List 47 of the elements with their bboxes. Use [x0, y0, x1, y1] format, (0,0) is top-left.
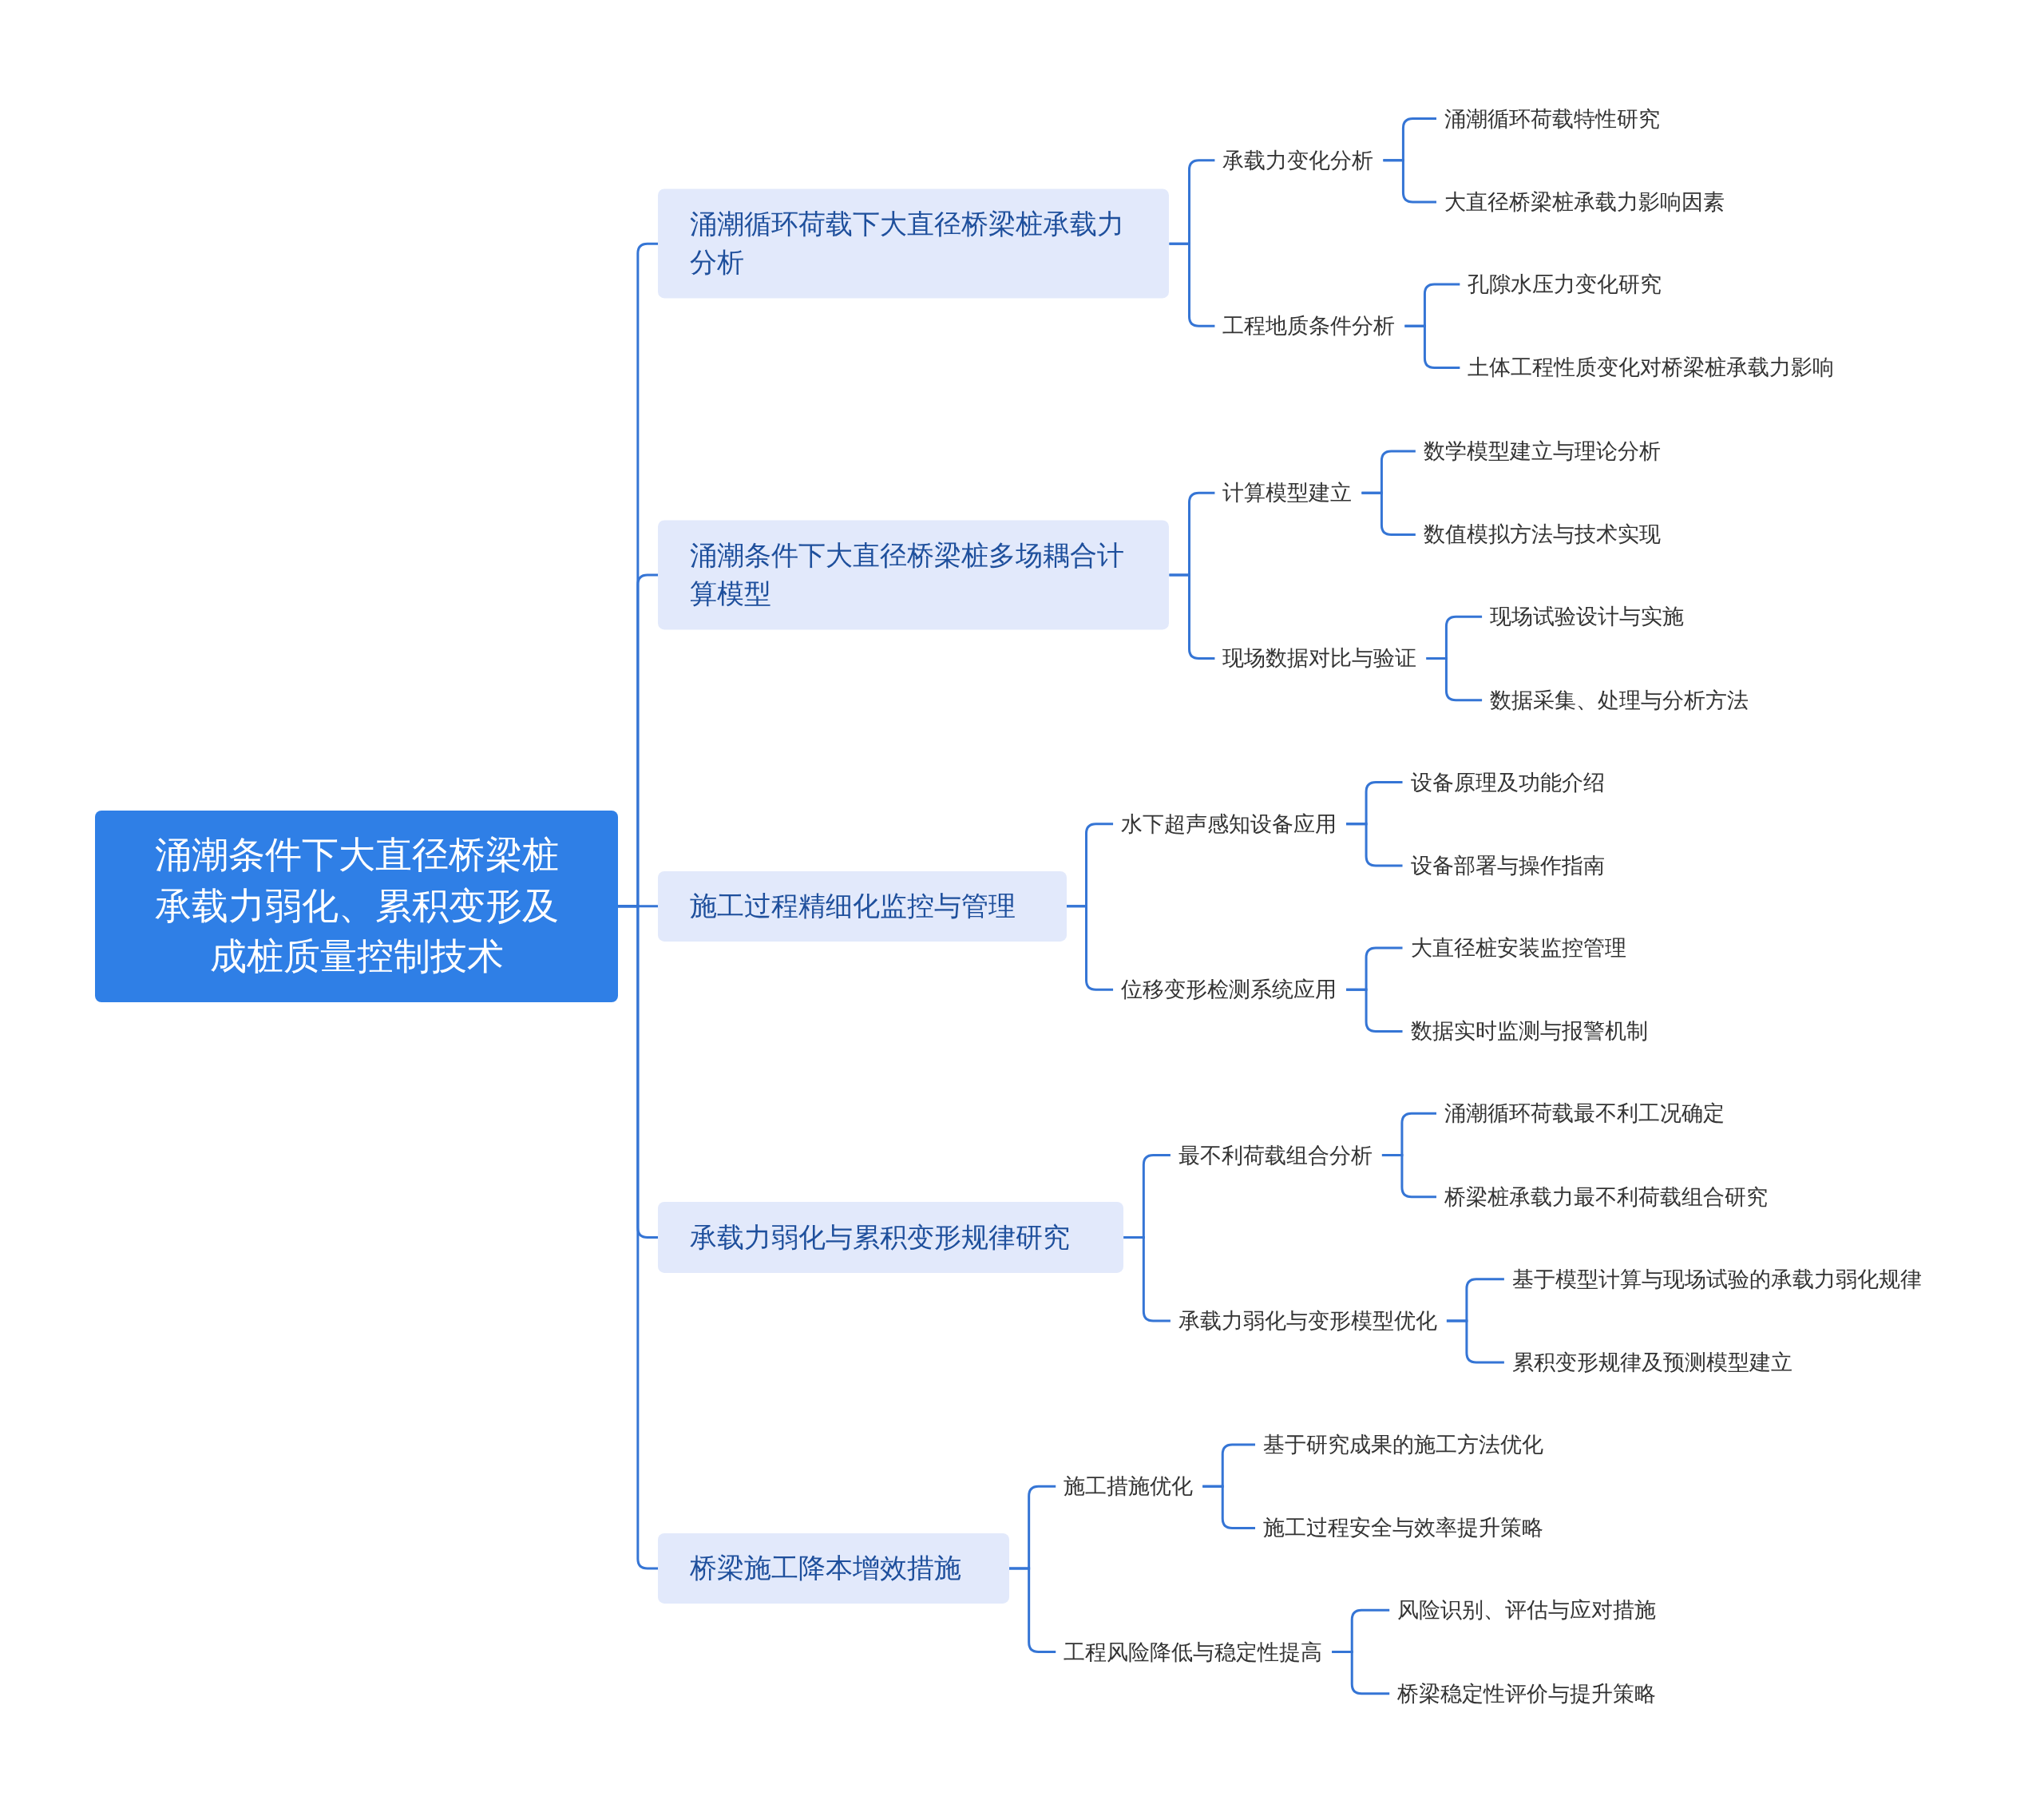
subtopic-text: 最不利荷载组合分析	[1178, 1142, 1373, 1168]
subtopic-text: 承载力弱化与变形模型优化	[1178, 1307, 1437, 1334]
topic-box: 施工过程精细化监控与管理	[658, 870, 1067, 942]
subtopic-text: 现场数据对比与验证	[1222, 645, 1417, 672]
subtopic-text: 设备原理及功能介绍	[1410, 769, 1605, 795]
subtopic-text: 工程地质条件分析	[1222, 312, 1396, 339]
connector-line	[1346, 988, 1403, 1033]
subtopic-text: 大直径桥梁桩承载力影响因素	[1444, 188, 1725, 216]
subtopic-text: 风险识别、评估与应对措施	[1397, 1597, 1657, 1624]
central-topic-box: 涌潮条件下大直径桥梁桩承载力弱化、累积变形及成桩质量控制技术	[95, 810, 618, 1002]
subtopic-text: 数学模型建立与理论分析	[1423, 438, 1661, 465]
subtopic-text: 基于模型计算与现场试验的承载力弱化规律	[1511, 1266, 1922, 1292]
subtopic-text: 累积变形规律及预测模型建立	[1511, 1349, 1792, 1376]
subtopic-text: 涌潮循环荷载特性研究	[1444, 105, 1660, 132]
subtopic-text: 现场试验设计与实施	[1490, 604, 1685, 630]
subtopic-text: 桥梁桩承载力最不利荷载组合研究	[1444, 1184, 1768, 1210]
subtopic-text: 数值模拟方法与技术实现	[1423, 521, 1661, 548]
subtopic-text: 计算模型建立	[1222, 479, 1353, 506]
connector-line	[1202, 1485, 1256, 1529]
topic-box: 涌潮条件下大直径桥梁桩多场耦合计算模型	[658, 520, 1170, 630]
subtopic-text: 水下超声感知设备应用	[1121, 811, 1337, 837]
subtopic-text: 承载力变化分析	[1222, 147, 1374, 173]
subtopic-text: 施工过程安全与效率提升策略	[1263, 1515, 1544, 1541]
subtopic-text: 大直径桩安装监控管理	[1410, 934, 1626, 962]
subtopic-text: 位移变形检测系统应用	[1121, 977, 1337, 1003]
connector-line	[1383, 159, 1436, 204]
subtopic-text: 数据实时监测与报警机制	[1410, 1018, 1648, 1045]
connector-line	[1332, 1651, 1390, 1695]
connector-line	[1361, 491, 1416, 536]
topic-box: 涌潮循环荷载下大直径桥梁桩承载力分析	[658, 188, 1170, 299]
subtopic-text: 孔隙水压力变化研究	[1468, 271, 1662, 298]
connector-line	[1404, 324, 1460, 369]
topic-box: 承载力弱化与累积变形规律研究	[658, 1202, 1124, 1273]
subtopic-text: 数据采集、处理与分析方法	[1490, 687, 1749, 713]
connector-line	[1446, 1319, 1504, 1364]
subtopic-text: 设备部署与操作指南	[1410, 852, 1605, 879]
connector-line	[1346, 823, 1403, 867]
subtopic-text: 桥梁稳定性评价与提升策略	[1397, 1680, 1657, 1707]
subtopic-text: 施工措施优化	[1064, 1473, 1194, 1500]
subtopic-text: 土体工程性质变化对桥梁桩承载力影响	[1468, 355, 1835, 381]
subtopic-text: 涌潮循环荷载最不利工况确定	[1444, 1100, 1725, 1127]
connector-line	[1381, 1154, 1436, 1199]
connector-line	[1426, 657, 1483, 702]
topic-box: 桥梁施工降本增效措施	[658, 1533, 1009, 1604]
subtopic-text: 基于研究成果的施工方法优化	[1263, 1431, 1544, 1458]
connector-line	[617, 905, 659, 1570]
subtopic-text: 工程风险降低与稳定性提高	[1064, 1639, 1323, 1665]
